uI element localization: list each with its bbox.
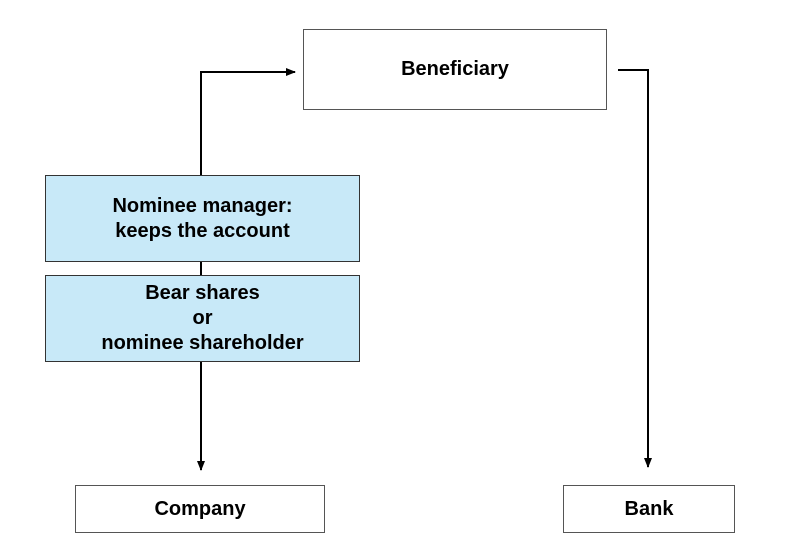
nominee-manager-line-1: Nominee manager: (112, 194, 293, 217)
nominee-manager-line-2: keeps the account (115, 219, 290, 242)
bearer-shares-line-2: or (192, 307, 213, 329)
company-node: Company (75, 485, 325, 533)
company-label: Company (154, 497, 246, 520)
bearer-shares-node: Bear shares or nominee shareholder (45, 275, 360, 362)
nominee-manager-node: Nominee manager: keeps the account (45, 175, 360, 262)
edge-nominee-to-beneficiary (200, 68, 296, 175)
bearer-shares-line-3: nominee shareholder (101, 332, 304, 354)
edge-beneficiary-to-bank (618, 69, 652, 468)
bank-label: Bank (624, 497, 674, 520)
bearer-shares-line-1: Bear shares (145, 282, 260, 304)
beneficiary-label: Beneficiary (401, 58, 509, 80)
bank-node: Bank (563, 485, 735, 533)
beneficiary-node: Beneficiary (303, 29, 607, 110)
